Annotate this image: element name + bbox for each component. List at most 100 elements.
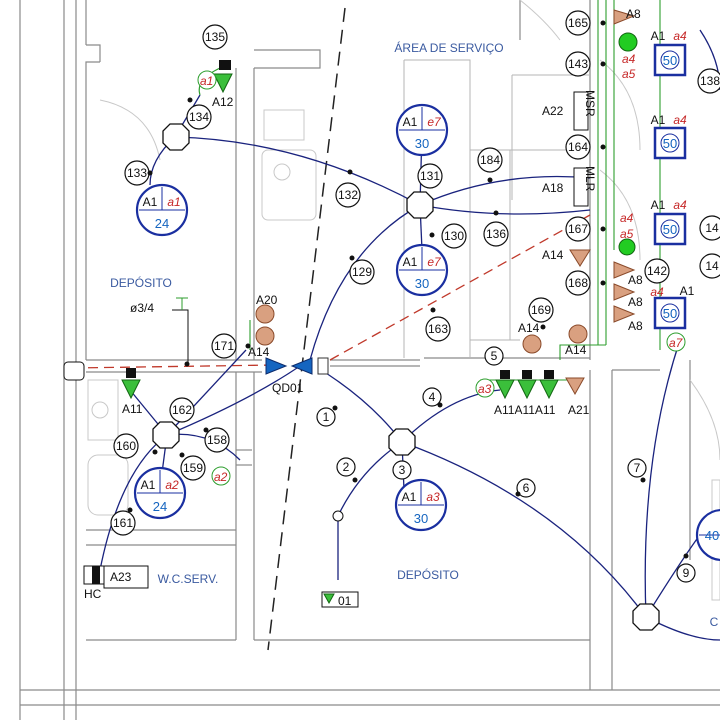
svg-text:a3: a3 <box>478 382 492 396</box>
svg-text:133: 133 <box>127 166 147 180</box>
svg-text:A1: A1 <box>141 478 156 492</box>
svg-text:A1: A1 <box>403 255 418 269</box>
square-lamp-3[interactable]: A1 a4 50 <box>651 198 687 246</box>
circuit-node-135: 135 <box>202 24 228 50</box>
lamp-a1e7-bottom[interactable]: A1 e7 30 <box>395 243 449 297</box>
svg-text:167: 167 <box>568 222 588 236</box>
device-a11-left[interactable]: A11 <box>121 368 143 416</box>
svg-text:A21: A21 <box>568 403 590 417</box>
svg-text:184: 184 <box>480 153 500 167</box>
slab-edge-line <box>267 7 346 651</box>
svg-text:A1: A1 <box>402 490 417 504</box>
svg-text:1: 1 <box>323 410 330 424</box>
svg-text:14: 14 <box>705 259 719 273</box>
svg-text:3: 3 <box>399 463 406 477</box>
svg-text:143: 143 <box>568 57 588 71</box>
red-dashed-lines <box>71 214 591 369</box>
svg-text:136: 136 <box>486 227 506 241</box>
panel-qd01[interactable]: QD01 <box>265 357 329 395</box>
svg-text:169: 169 <box>531 303 551 317</box>
svg-text:142: 142 <box>647 264 667 278</box>
circuit-node-14b: 14 <box>699 253 720 279</box>
circuit-node-1: 1 <box>316 407 336 427</box>
conduit-dots <box>127 20 689 559</box>
circuit-node-3: 3 <box>392 460 412 480</box>
fixtures <box>87 0 720 601</box>
circuit-node-165: 165 <box>565 10 591 36</box>
square-lamp-4[interactable]: A1 a4 50 <box>650 284 695 330</box>
svg-text:a1: a1 <box>200 74 213 88</box>
svg-text:a4: a4 <box>620 211 634 225</box>
circuit-node-130: 130 <box>441 223 467 249</box>
room-wc-serv: W.C.SERV. <box>158 572 219 586</box>
circuit-node-142: 142 <box>644 258 670 284</box>
svg-text:MSR: MSR <box>583 90 597 117</box>
svg-text:MLR: MLR <box>583 166 597 192</box>
svg-text:a7: a7 <box>669 336 684 350</box>
svg-text:A11: A11 <box>122 402 143 416</box>
circuit-node-167: 167 <box>565 216 591 242</box>
pipe-label: ø3/4 <box>130 301 154 315</box>
pipe-symbol: ø3/4 <box>130 297 189 362</box>
circuit-node-2: 2 <box>336 457 356 477</box>
device-msr[interactable]: MSR A22 <box>542 90 597 131</box>
svg-text:162: 162 <box>172 403 192 417</box>
lamp-a1a2[interactable]: A1 a2 24 <box>133 466 187 520</box>
svg-text:5: 5 <box>491 349 498 363</box>
svg-text:a4: a4 <box>650 285 664 299</box>
svg-text:A11A11A11: A11A11A11 <box>494 403 556 417</box>
circuit-node-158: 158 <box>204 427 230 453</box>
circuit-node-134: 134 <box>186 104 212 130</box>
svg-text:a5: a5 <box>622 67 636 81</box>
svg-text:50: 50 <box>663 222 677 237</box>
svg-text:01: 01 <box>338 594 352 608</box>
svg-text:161: 161 <box>113 516 133 530</box>
device-mlr[interactable]: MLR A18 <box>542 166 597 207</box>
svg-text:159: 159 <box>183 461 203 475</box>
circuit-node-132: 132 <box>335 182 361 208</box>
circuit-node-138: 138 <box>697 68 720 94</box>
square-lamp-1[interactable]: A1 a4 50 <box>651 29 687 77</box>
svg-text:163: 163 <box>428 322 448 336</box>
device-a12[interactable]: a1 A12 <box>197 60 234 109</box>
circuit-node-163: 163 <box>425 316 451 342</box>
svg-text:30: 30 <box>414 511 428 526</box>
svg-text:129: 129 <box>352 265 372 279</box>
lamp-40[interactable]: 40 <box>695 508 720 562</box>
junction-box <box>63 361 85 381</box>
panel-label: QD01 <box>272 381 304 395</box>
svg-text:131: 131 <box>420 169 440 183</box>
circuit-node-143: 143 <box>565 51 591 77</box>
svg-text:A1: A1 <box>403 115 418 129</box>
circuit-node-171: 171 <box>211 333 237 359</box>
svg-text:A8: A8 <box>626 7 641 21</box>
device-right-switches[interactable]: A8 a4 a5 a4 a5 A8 A8 A8 a7 <box>613 7 686 352</box>
svg-text:130: 130 <box>444 229 464 243</box>
lamp-a1a3[interactable]: A1 a3 30 <box>394 478 448 532</box>
square-lamp-2[interactable]: A1 a4 50 <box>651 113 687 160</box>
device-a14-cluster[interactable]: A14 A14 A14 <box>518 248 591 357</box>
svg-text:4: 4 <box>429 390 436 404</box>
svg-text:158: 158 <box>207 433 227 447</box>
svg-text:A14: A14 <box>518 321 540 335</box>
svg-text:171: 171 <box>214 339 234 353</box>
device-01[interactable]: 01 <box>321 510 359 608</box>
svg-text:24: 24 <box>155 216 169 231</box>
svg-text:e7: e7 <box>427 115 442 129</box>
svg-text:164: 164 <box>568 140 588 154</box>
svg-text:A22: A22 <box>542 104 564 118</box>
svg-text:30: 30 <box>415 276 429 291</box>
svg-text:138: 138 <box>700 74 720 88</box>
device-a20-a14[interactable]: A20 A14 <box>248 293 278 359</box>
device-a11-row[interactable]: a3 A11A11A11 A21 <box>475 370 590 417</box>
lamp-a1a1[interactable]: A1 a1 24 <box>135 183 189 237</box>
lamp-a1e7-top[interactable]: A1 e7 30 <box>395 103 449 157</box>
circuit-node-133: 133 <box>124 160 150 186</box>
circuit-node-168: 168 <box>565 270 591 296</box>
svg-text:a3: a3 <box>426 490 440 504</box>
device-hc-a23[interactable]: A23 HC <box>83 565 149 601</box>
svg-text:132: 132 <box>338 188 358 202</box>
svg-text:2: 2 <box>343 460 350 474</box>
room-area-servico: ÁREA DE SERVIÇO <box>394 40 503 55</box>
svg-text:A20: A20 <box>256 293 278 307</box>
